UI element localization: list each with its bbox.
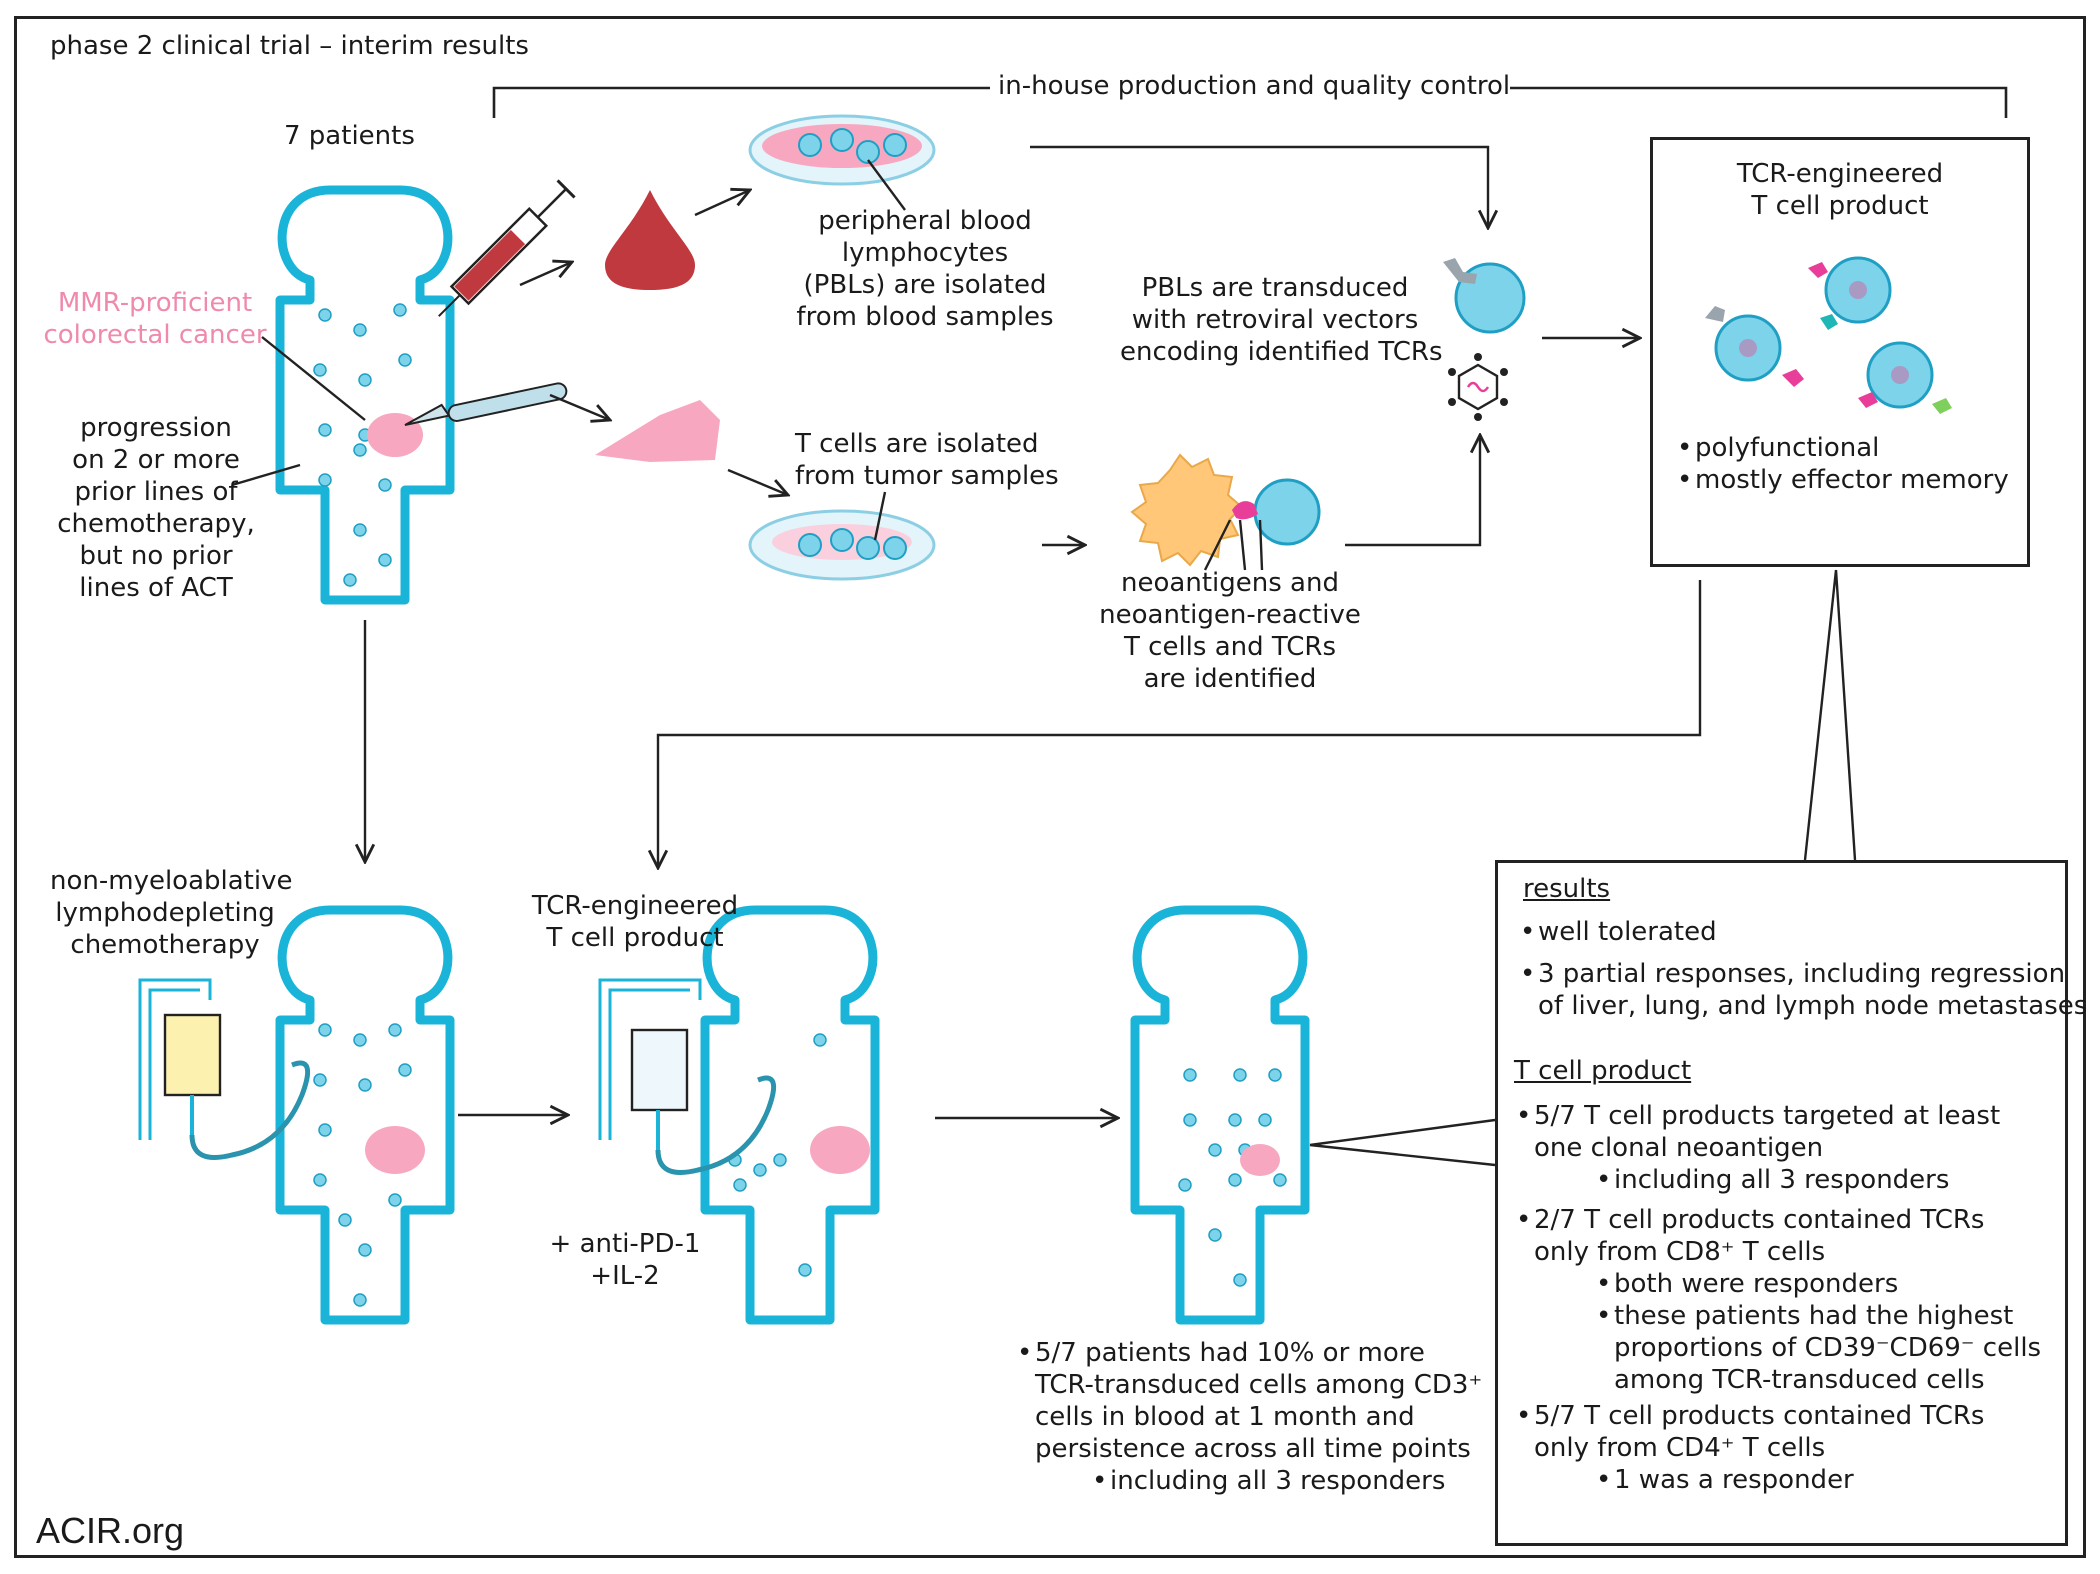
results-box: results well tolerated 3 partial respons… — [1495, 860, 2087, 1546]
syringe-icon — [438, 179, 576, 317]
product-box-bullets: polyfunctional mostly effector memory — [1675, 432, 2009, 496]
tcell-product-list: 5/7 T cell products targeted at leastone… — [1514, 1100, 2041, 1496]
tumor-sample-shape — [595, 400, 720, 462]
tcell-product-heading: T cell product — [1514, 1056, 1692, 1086]
results-heading: results — [1523, 874, 1611, 904]
retrovirus-icon — [1448, 353, 1508, 421]
patients-label: 7 patients — [284, 121, 415, 151]
persistence-text: 5/7 patients had 10% or more TCR-transdu… — [1015, 1337, 1482, 1497]
adjuvant-label: + anti-PD-1+IL-2 — [549, 1229, 701, 1291]
patient-body-result — [1135, 910, 1305, 1320]
petri-dish-pbl — [748, 114, 936, 186]
qc-bracket — [492, 86, 2008, 118]
patient-body-chemo — [280, 910, 450, 1320]
t-cell-shape — [1253, 478, 1321, 546]
patient-body-infusion — [705, 910, 875, 1320]
results-list: well tolerated 3 partial responses, incl… — [1518, 916, 2087, 1022]
iv-bag-tcell-icon — [598, 978, 777, 1175]
iv-bag-chemo-icon — [138, 978, 311, 1160]
brand-logo-text: ACIR.org — [36, 1510, 185, 1551]
tumor-cell-shape — [1130, 453, 1244, 567]
figure-frame — [14, 16, 2086, 1558]
product-cells — [1705, 256, 1952, 414]
scalpel-icon — [404, 382, 568, 426]
qc-label: in-house production and quality control — [998, 70, 1511, 102]
patient-body-top — [280, 190, 450, 600]
blood-drop-icon — [605, 190, 695, 290]
petri-dish-tumor — [748, 509, 936, 581]
figure-title: phase 2 clinical trial – interim results — [50, 31, 529, 61]
